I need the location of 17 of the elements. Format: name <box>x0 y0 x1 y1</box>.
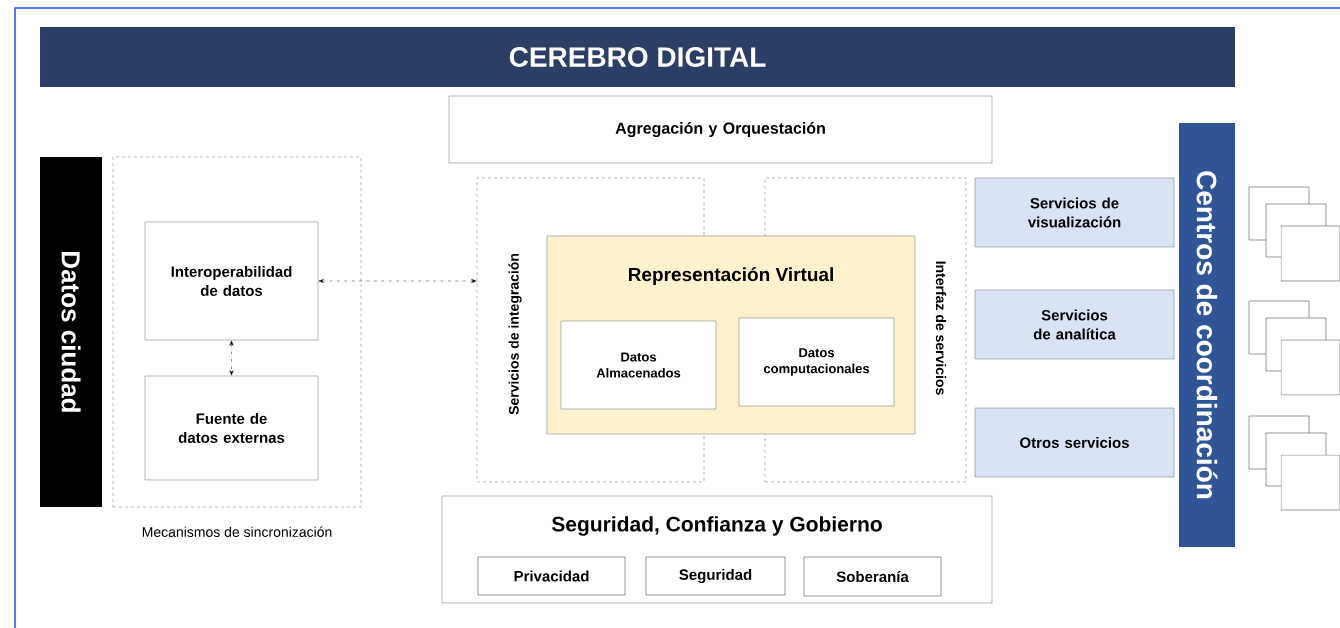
arrow <box>229 340 234 376</box>
title-banner: CEREBRO DIGITAL <box>40 27 1235 87</box>
side-bar: Datos ciudad <box>40 157 102 507</box>
service-box: Otros servicios <box>974 407 1175 478</box>
arrow <box>318 279 477 283</box>
node-label: Mecanismos de sincronización <box>142 526 332 537</box>
data-box: Datos computacionales <box>738 317 895 407</box>
service-box: Servicios de visualización <box>974 177 1175 248</box>
label-box: Soberanía <box>803 556 942 597</box>
label-box: Seguridad <box>645 556 786 596</box>
process-box: Interoperabilidad de datos <box>144 221 319 341</box>
service-box: Servicios de analítica <box>974 289 1175 360</box>
side-bar: Centros de coordinación <box>1179 123 1235 547</box>
data-box: Datos Almacenados <box>560 320 717 410</box>
process-box: Fuente de datos externas <box>144 375 319 481</box>
label-box: Privacidad <box>477 556 626 596</box>
process-box: Agregación y Orquestación <box>448 95 993 164</box>
